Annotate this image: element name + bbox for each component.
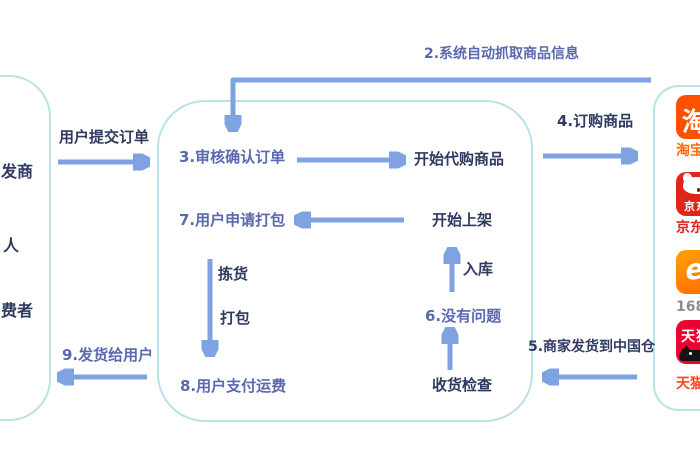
alibaba-1688-icon: e (676, 250, 700, 294)
tmall-cat-silhouette (679, 345, 700, 361)
party-label-agent: 人 (3, 236, 20, 255)
taobao-glyph: 淘 (682, 108, 700, 138)
node-step8-pay-shipping: 8.用户支付运费 (180, 377, 287, 395)
center-process-box (157, 100, 533, 422)
edge-label-step2-auto-fetch: 2.系统自动抓取商品信息 (424, 46, 580, 62)
tmall-icon: 天猫 (676, 320, 700, 364)
tmall-glyph: 天猫 (681, 329, 700, 345)
node-step3-confirm-order: 3.审核确认订单 (179, 148, 286, 166)
edge-label-packing: 打包 (220, 309, 251, 327)
edge-label-step4-order-goods: 4.订购商品 (557, 112, 634, 130)
alibaba-1688-label: 1688 (676, 299, 700, 315)
edge-label-user-submit-order: 用户提交订单 (59, 128, 150, 146)
edge-label-picking: 拣货 (218, 265, 249, 283)
jd-glyph: 京东 (684, 200, 700, 213)
taobao-icon: 淘 (676, 95, 700, 139)
party-label-supplier: 发商 (1, 162, 34, 181)
edge-label-inbound: 入库 (463, 260, 494, 278)
edge-label-step6-no-problem: 6.没有问题 (425, 307, 502, 325)
tmall-label: 天猫 (676, 376, 700, 392)
node-start-purchasing: 开始代购商品 (414, 150, 505, 168)
edge-label-step5-ship-to-cn-warehouse: 5.商家发货到中国仓 (528, 339, 656, 355)
node-receiving-check: 收货检查 (432, 376, 493, 394)
jd-label: 京东 (676, 220, 700, 236)
jd-icon: 京东 (676, 172, 700, 216)
node-step7-request-packing: 7.用户申请打包 (179, 211, 286, 229)
jd-dog-face (683, 177, 700, 194)
alibaba-1688-glyph: e (682, 251, 700, 288)
taobao-label: 淘宝 (676, 143, 700, 159)
node-start-listing: 开始上架 (432, 211, 493, 229)
left-parties-box (0, 75, 51, 421)
edge-label-step9-ship-to-user: 9.发货给用户 (62, 346, 154, 364)
party-label-consumer: 费者 (1, 301, 34, 320)
